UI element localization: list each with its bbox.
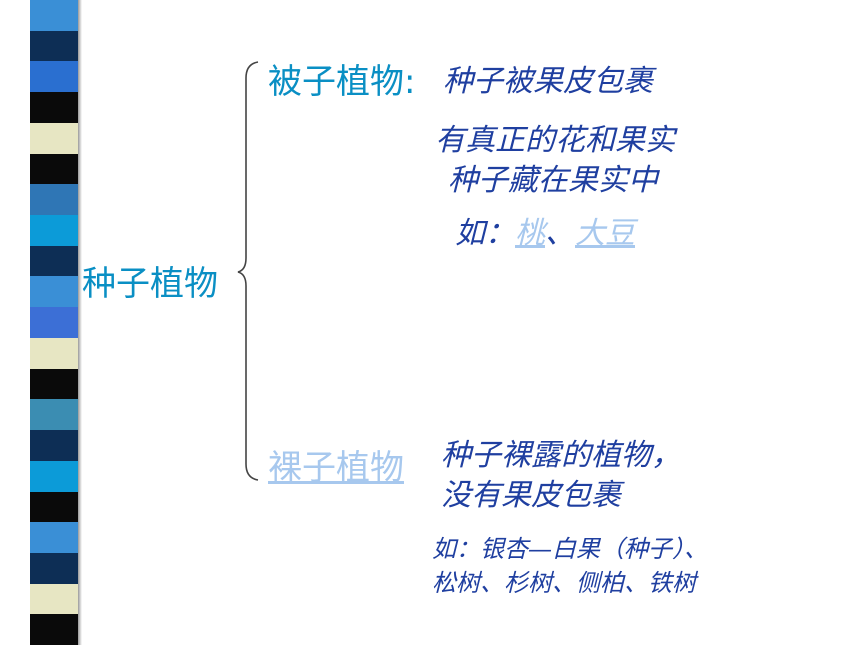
stripe-segment <box>30 61 78 93</box>
stripe-segment <box>30 215 78 246</box>
stripe-segment <box>30 368 78 400</box>
angiosperm-line-2: 有真正的花和果实 <box>435 123 675 158</box>
stripe-shadow <box>78 0 82 645</box>
stripe-segment <box>30 30 78 62</box>
angiosperm-line-1: 种子被果皮包裹 <box>443 64 653 99</box>
peach-link[interactable]: 桃 <box>515 216 545 251</box>
gymnosperm-example-2: 松树、杉树、侧柏、铁树 <box>432 569 696 597</box>
stripe-segment <box>30 491 78 523</box>
stripe-segment <box>30 153 78 185</box>
soybean-link[interactable]: 大豆 <box>575 216 635 251</box>
angiosperm-heading: 被子植物: <box>268 54 415 103</box>
stripe-segment <box>30 245 78 277</box>
stripe-segment <box>30 0 78 31</box>
example-prefix: 如： <box>455 216 515 251</box>
curly-brace <box>237 61 259 481</box>
angiosperm-colon: : <box>404 62 416 102</box>
angiosperm-examples: 如：桃、大豆 <box>455 208 635 252</box>
gymnosperm-link[interactable]: 裸子植物 <box>268 448 404 488</box>
gymnosperm-line-2: 没有果皮包裹 <box>441 478 621 513</box>
angiosperm-label: 被子植物 <box>268 62 404 102</box>
stripe-segment <box>30 276 78 308</box>
stripe-segment <box>30 337 78 369</box>
example-separator: 、 <box>545 216 575 251</box>
stripe-segment <box>30 614 78 645</box>
stripe-segment <box>30 552 78 584</box>
stripe-segment <box>30 399 78 431</box>
decorative-stripe-bar <box>30 0 78 645</box>
stripe-segment <box>30 122 78 154</box>
stripe-segment <box>30 92 78 123</box>
gymnosperm-example-1: 如：银杏—白果（种子）、 <box>432 535 708 563</box>
stripe-segment <box>30 583 78 615</box>
stripe-segment <box>30 460 78 492</box>
stripe-segment <box>30 184 78 216</box>
stripe-segment <box>30 307 78 338</box>
stripe-segment <box>30 430 78 461</box>
seed-plants-label: 种子植物 <box>82 264 218 304</box>
stripe-segment <box>30 522 78 553</box>
angiosperm-line-3: 种子藏在果实中 <box>448 163 658 198</box>
gymnosperm-line-1: 种子裸露的植物， <box>441 438 681 473</box>
